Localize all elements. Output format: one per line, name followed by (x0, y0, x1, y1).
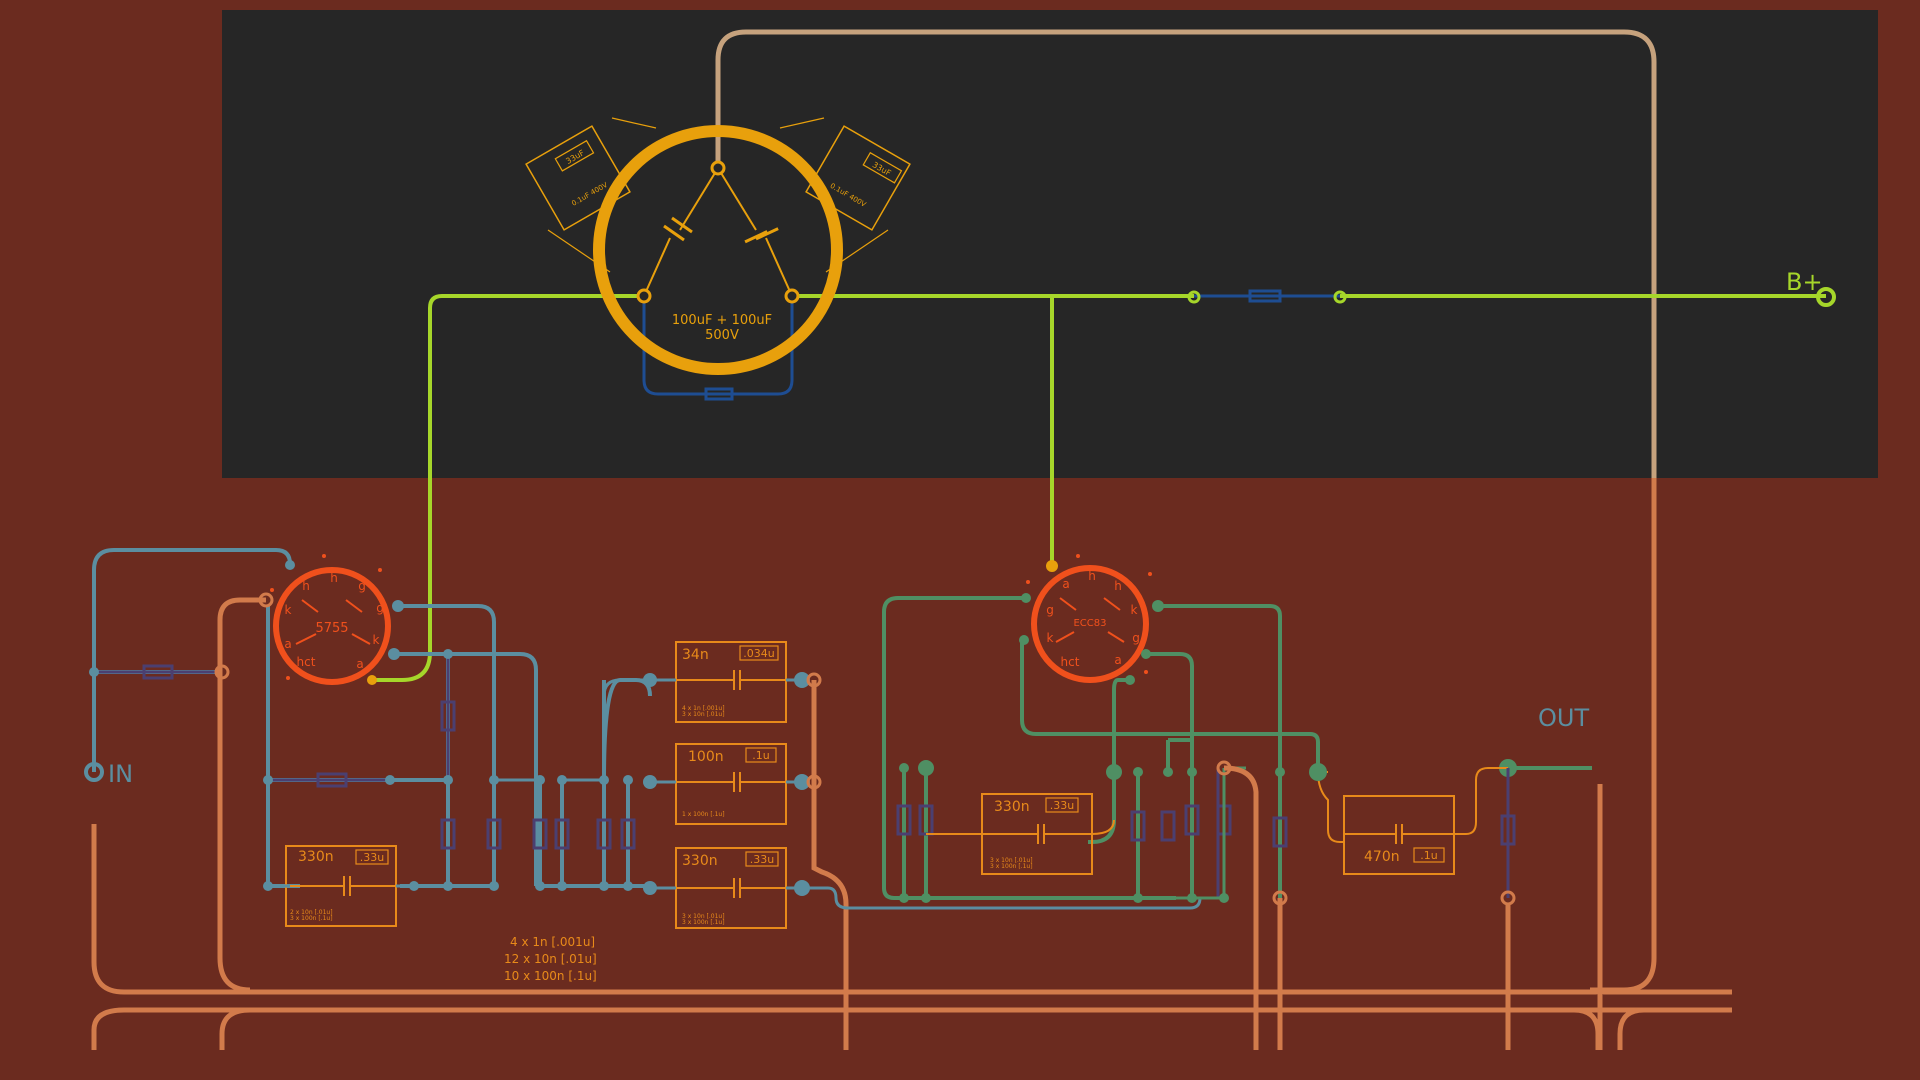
capacitor-c5: 330n .33u 3 x 10n [.01u] 3 x 100n [.1u] (675, 847, 787, 929)
tube-v1-pin: a (356, 657, 363, 671)
cap-c4-value: 330n (994, 799, 1030, 815)
cap-c4-note: 3 x 100n [.1u] (990, 863, 1033, 870)
stage2-wiring (882, 596, 1592, 900)
tube-v2-pin: a (1062, 577, 1069, 591)
resistors-stage2 (896, 804, 1516, 848)
tube-v2-type: ECC83 (1073, 618, 1106, 629)
cap-c5-note: 3 x 10n [.01u] (682, 913, 725, 920)
cap-c2-code: .034u (743, 647, 774, 660)
stage2-wires (494, 678, 650, 782)
tube-v2: ECC83 a h h k g a hct k g (1019, 554, 1164, 685)
cap-c1-value: 330n (298, 849, 334, 865)
ground-bus (91, 824, 1732, 1050)
c6-out-lead (1454, 767, 1508, 835)
cap-c1-note: 2 x 10n [.01u] (290, 909, 333, 916)
tube-v2-pin: k (1047, 631, 1054, 645)
grid-return (217, 672, 251, 993)
node-dot (1333, 290, 1347, 304)
cap-c5-note: 3 x 100n [.1u] (682, 919, 725, 926)
filter-cap-value: 100uF + 100uF (672, 313, 772, 328)
in-label: IN (108, 760, 133, 788)
node-dot (1187, 290, 1201, 304)
tube-v1-pin: h (302, 579, 310, 593)
tube-v1-pin: g (376, 601, 384, 615)
capacitor-c6: 470n .1u (1343, 795, 1455, 875)
tube-v1-pin: k (373, 633, 380, 647)
tube-v1: 5755 h h g k a hct a k g (258, 554, 404, 685)
tube-v1-pin: hct (297, 655, 316, 669)
filter-cap-voltage: 500V (705, 328, 739, 343)
top-loop-wire (715, 29, 1657, 478)
grid-lead (217, 597, 266, 672)
bom-line: 4 x 1n [.001u] (510, 935, 595, 949)
bom-list: 4 x 1n [.001u] 12 x 10n [.01u] 10 x 100n… (504, 935, 597, 983)
in-terminal[interactable] (84, 762, 104, 782)
capacitor-c2: 34n .034u 4 x 1n [.001u] 3 x 10n [.01u] (675, 641, 787, 723)
filter-capacitor: 100uF + 100uF 500V (593, 125, 843, 401)
cap-c3-code: .1u (752, 749, 769, 762)
tube-v1-type: 5755 (315, 621, 348, 636)
cap-c6-value: 470n (1364, 849, 1400, 865)
tube-v2-pin: h (1114, 579, 1122, 593)
tube-v2-pin: k (1131, 603, 1138, 617)
resistors-stage1 (268, 654, 636, 850)
capacitor-c1: 330n .33u 2 x 10n [.01u] 3 x 100n [.1u] (285, 845, 397, 927)
bplus-terminal[interactable] (1816, 287, 1836, 307)
node-dot (214, 664, 230, 680)
cap-c2-value: 34n (682, 647, 709, 663)
coupling-wire (802, 886, 1202, 910)
cap-c4-code: .33u (1050, 799, 1074, 812)
power-dropper (1194, 289, 1340, 303)
bplus-label: B+ (1786, 268, 1823, 296)
stage2-dots (899, 759, 1517, 903)
stage2-out-wire (1317, 771, 1344, 843)
cap-c1-note: 3 x 100n [.1u] (290, 915, 333, 922)
tube-v1-pin: g (358, 579, 366, 593)
capacitor-c3: 100n .1u 1 x 100n [.1u] (675, 743, 787, 825)
selector-wire (811, 680, 849, 990)
out-label: OUT (1538, 704, 1589, 732)
tube-v1-pin: h (330, 571, 338, 585)
cap-c5-code: .33u (750, 853, 774, 866)
c4-leads (926, 819, 1115, 835)
power-rail (372, 294, 1826, 682)
cap-leads (650, 678, 802, 890)
cap-c4-note: 3 x 10n [.01u] (990, 857, 1033, 864)
stage2-wire-b (1223, 765, 1259, 990)
bom-line: 10 x 100n [.1u] (504, 969, 597, 983)
bypass-lead-left (547, 117, 657, 273)
input-resistor (94, 664, 220, 680)
cap-c6-code: .1u (1420, 849, 1437, 862)
node-dot (1272, 890, 1288, 906)
tube-v2-pin: hct (1061, 655, 1080, 669)
tube-v1-pin: k (285, 603, 292, 617)
cap-c3-note: 1 x 100n [.1u] (682, 811, 725, 818)
cap-c2-note: 3 x 10n [.01u] (682, 711, 725, 718)
tube-v2-pin: g (1132, 631, 1140, 645)
tube-v1-pin: a (284, 637, 291, 651)
tube-v2-pin: a (1114, 653, 1121, 667)
cap-c2-note: 4 x 1n [.001u] (682, 705, 725, 712)
capacitor-c4: 330n .33u 3 x 10n [.01u] 3 x 100n [.1u] (981, 793, 1093, 875)
cap-c5-value: 330n (682, 853, 718, 869)
tube-v2-pin: h (1088, 569, 1096, 583)
bypass-lead-right (779, 117, 889, 273)
bom-line: 12 x 10n [.01u] (504, 952, 597, 966)
tube-v2-pin: g (1046, 603, 1054, 617)
cap-c1-code: .33u (360, 851, 384, 864)
cap-c3-value: 100n (688, 749, 724, 765)
